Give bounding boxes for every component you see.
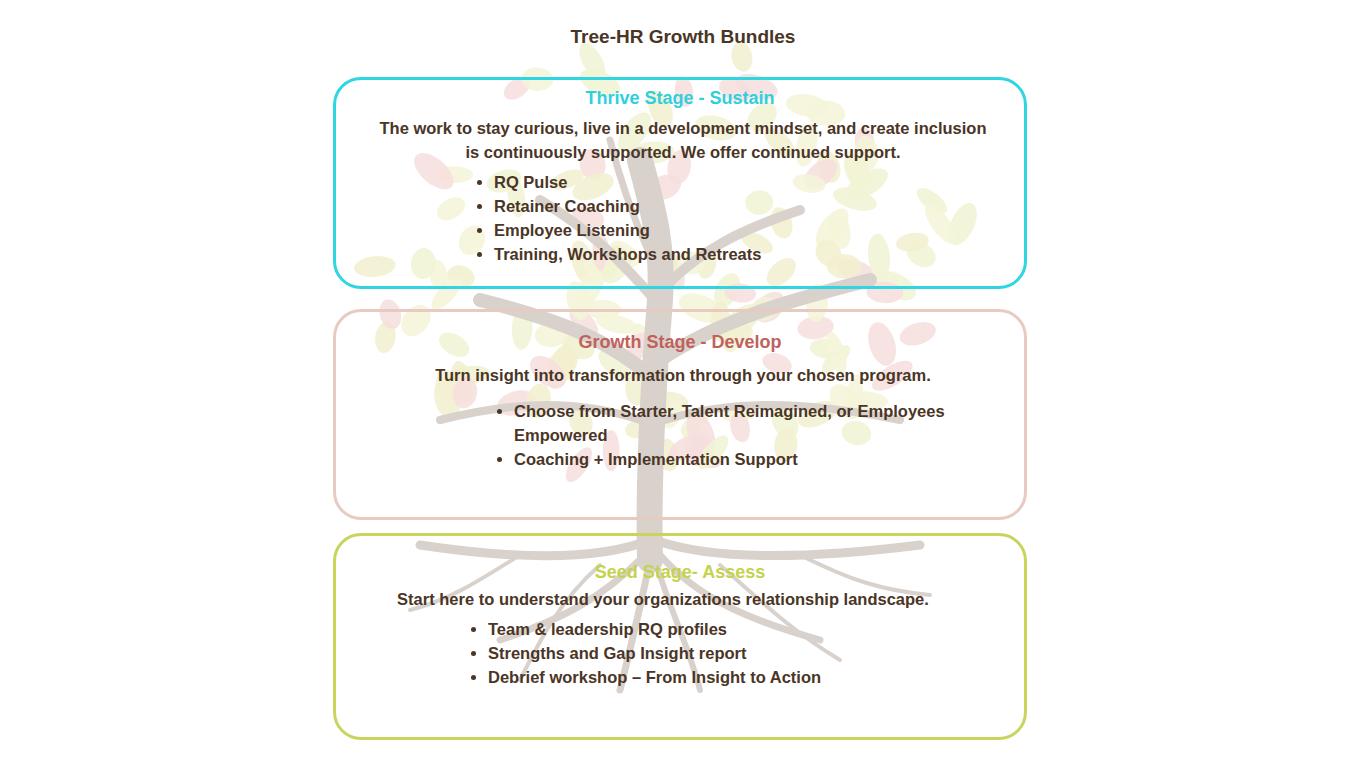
- stage-box: Growth Stage - DevelopTurn insight into …: [333, 309, 1027, 520]
- stage-heading: Thrive Stage - Sustain: [336, 88, 1024, 109]
- leaf: [724, 282, 757, 304]
- stage-heading: Growth Stage - Develop: [336, 332, 1024, 353]
- leaf: [761, 253, 801, 292]
- stage-description: Turn insight into transformation through…: [376, 363, 990, 387]
- bullet-item: RQ Pulse: [494, 170, 994, 194]
- stage-box: Thrive Stage - SustainThe work to stay c…: [333, 77, 1027, 289]
- diagram-title: Tree-HR Growth Bundles: [383, 26, 983, 48]
- leaf: [427, 272, 467, 314]
- bullet-item: Training, Workshops and Retreats: [494, 242, 994, 266]
- leaf: [353, 254, 397, 279]
- leaf: [897, 318, 939, 350]
- stage-heading: Seed Stage- Assess: [336, 562, 1024, 583]
- bullet-item: Employee Listening: [494, 218, 994, 242]
- bullet-list: Team & leadership RQ profilesStrengths a…: [470, 617, 1008, 689]
- bullet-list: RQ PulseRetainer CoachingEmployee Listen…: [476, 170, 994, 266]
- leaf: [395, 299, 437, 342]
- bullet-item: Choose from Starter, Talent Reimagined, …: [514, 399, 994, 447]
- leaf: [863, 319, 901, 369]
- stage-description: Start here to understand your organizati…: [356, 587, 970, 611]
- bullet-item: Retainer Coaching: [494, 194, 994, 218]
- leaf: [784, 91, 828, 119]
- bullet-item: Debrief workshop – From Insight to Actio…: [488, 665, 1008, 689]
- leaf: [376, 297, 404, 332]
- bullet-list: Choose from Starter, Talent Reimagined, …: [496, 399, 994, 471]
- leaf: [409, 247, 437, 280]
- leaf: [839, 418, 873, 448]
- leaf: [454, 221, 491, 260]
- leaf: [810, 235, 847, 273]
- leaf: [745, 190, 773, 215]
- bullet-item: Strengths and Gap Insight report: [488, 641, 1008, 665]
- bullet-item: Coaching + Implementation Support: [514, 447, 994, 471]
- leaf: [791, 172, 826, 195]
- bullet-item: Team & leadership RQ profiles: [488, 617, 1008, 641]
- leaf: [563, 279, 594, 323]
- leaf: [895, 230, 930, 253]
- stage-box: Seed Stage- AssessStart here to understa…: [333, 533, 1027, 740]
- leaf: [433, 192, 469, 225]
- leaf: [435, 327, 474, 361]
- stage-description: The work to stay curious, live in a deve…: [376, 116, 990, 164]
- leaf: [408, 146, 460, 196]
